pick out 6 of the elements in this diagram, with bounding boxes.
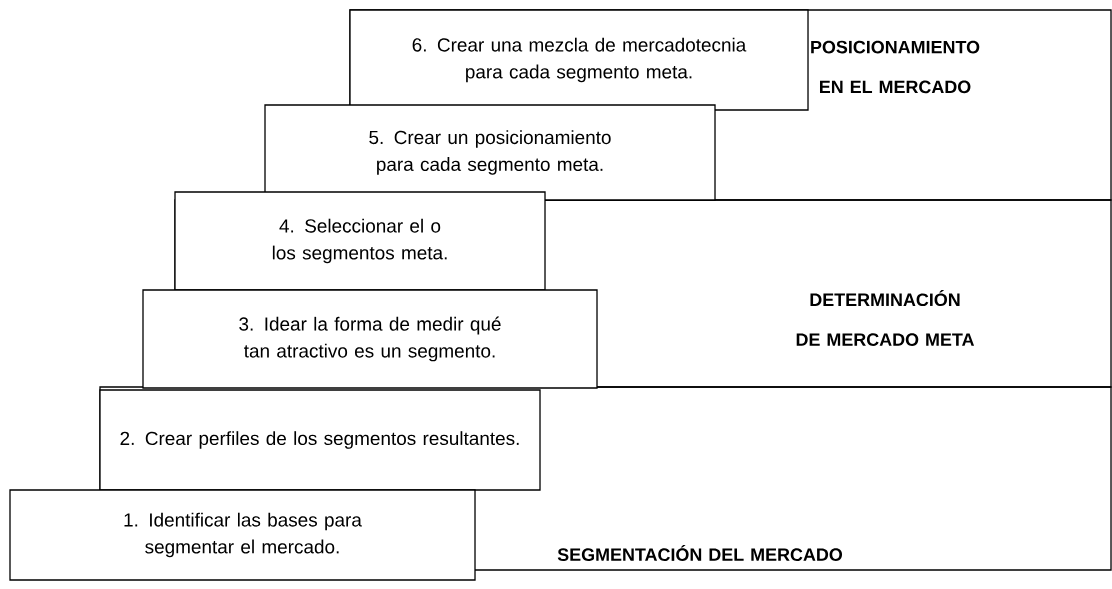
step-box: 5. Crear un posicionamiento para cada segmento meta. [264,104,716,201]
step-box: 6. Crear una mezcla de mercadotecnia para cada segmento meta. [349,9,809,111]
step-box: 2. Crear perfiles de los segmentos resultantes. [99,389,541,491]
step-box: 4. Seleccionar el o los segmentos meta. [174,191,546,291]
step-box: 3. Idear la forma de medir qué tan atractivo es un segmento. [142,289,598,389]
step-box: 1. Identificar las bases para segmentar el mercado. [9,489,476,581]
